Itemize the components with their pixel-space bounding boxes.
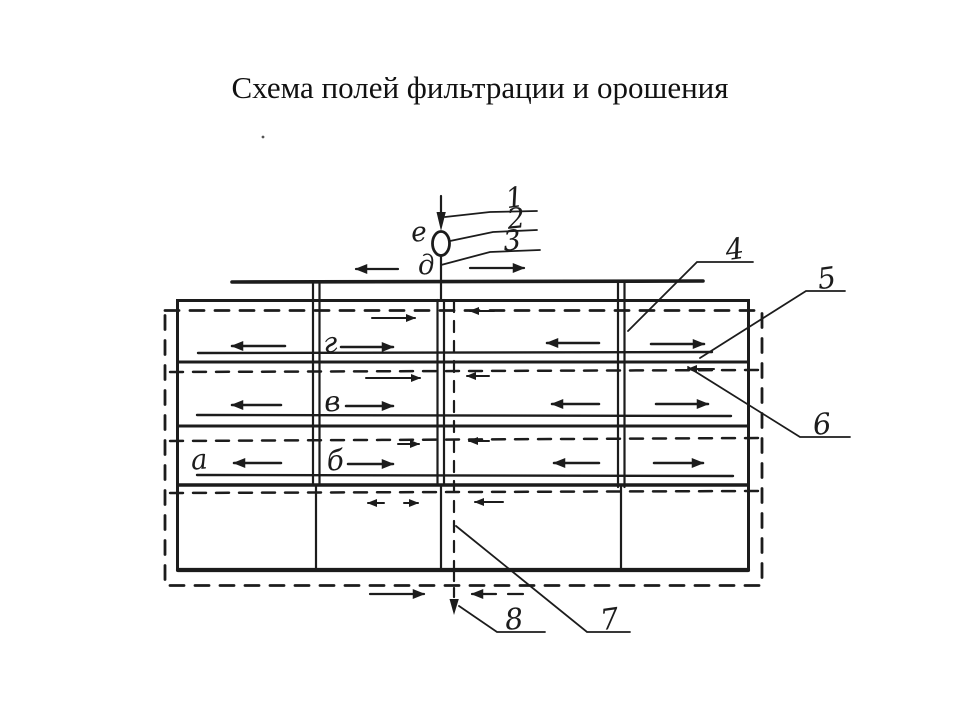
callouts: 1 2 3 4 5 6 7 8 [440, 180, 851, 637]
callout-number-7: 7 [598, 601, 622, 637]
label-letter-e: е [409, 216, 429, 249]
ink-speck [261, 135, 265, 139]
outer-dashed-boundary [163, 309, 764, 587]
callout-number-2: 2 [504, 201, 526, 236]
furrow-flow-arrows [365, 307, 715, 507]
cell-flow-arrows [230, 338, 710, 469]
callout-leader-3 [440, 249, 541, 266]
callout-number-1: 1 [504, 180, 526, 215]
lateral-row2 [195, 413, 733, 418]
callout-leader-1 [444, 210, 538, 218]
lateral-pipes [195, 350, 735, 478]
callout-leader-4 [627, 261, 754, 332]
inlet-flow-arrowhead-icon [436, 212, 446, 231]
callout-leader-5 [699, 290, 846, 359]
inspection-well-oval [431, 230, 451, 257]
label-letter-g: г [322, 325, 339, 359]
callout-leader-8 [458, 605, 546, 633]
callout-leader-6 [687, 366, 851, 438]
label-letter-v: в [323, 384, 342, 418]
label-letter-a: а [189, 442, 209, 476]
field-rectangle [176, 299, 750, 572]
outlet-arrowhead-icon [449, 599, 459, 615]
callout-leader-7 [455, 525, 631, 633]
label-letter-b: б [325, 443, 346, 477]
lateral-row1 [196, 350, 714, 355]
callout-number-4: 4 [722, 231, 746, 267]
inlet-assembly: е д [409, 194, 451, 302]
diagram-title: Схема полей фильтрации и орошения [231, 70, 729, 105]
callout-number-3: 3 [501, 223, 522, 258]
dashed-row2 [168, 368, 762, 374]
field-grid [175, 299, 751, 573]
dashed-furrow-lines [168, 368, 762, 495]
dashed-row4 [168, 489, 760, 495]
cell-letters: г в б а [189, 325, 346, 477]
callout-leader-2 [449, 229, 538, 242]
dashed-row3 [168, 436, 760, 443]
lateral-row3 [195, 473, 735, 478]
label-letter-d: д [416, 249, 436, 281]
drainage-line [449, 299, 459, 615]
callout-number-5: 5 [815, 260, 838, 296]
ink-layer: е д 1 2 3 4 5 6 [163, 135, 851, 637]
callout-number-6: 6 [811, 406, 833, 442]
header-pipe [230, 279, 705, 284]
distribution-pipes [311, 280, 626, 572]
callout-number-8: 8 [503, 601, 525, 637]
